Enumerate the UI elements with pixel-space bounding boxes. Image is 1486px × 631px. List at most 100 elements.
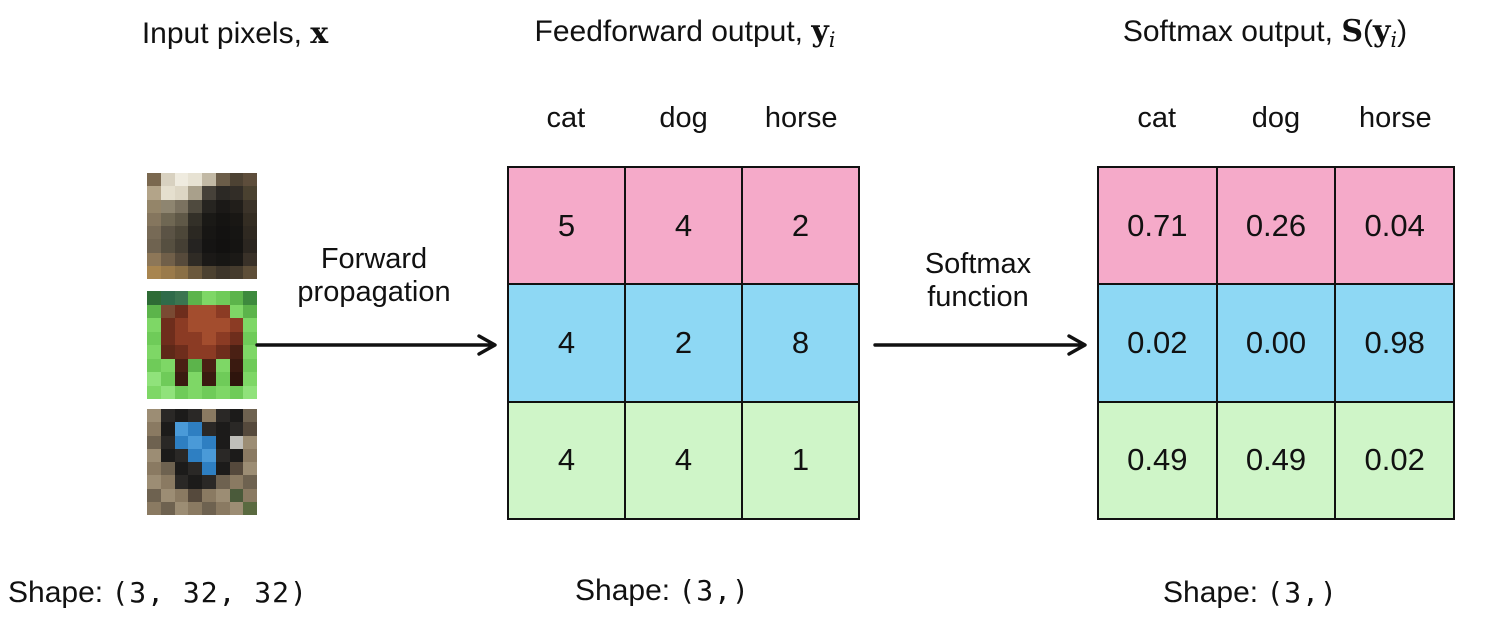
pixel (229, 462, 244, 476)
pixel (202, 462, 216, 476)
pixel (229, 265, 244, 279)
pixel (202, 331, 216, 345)
pixel (202, 291, 216, 305)
pixel (160, 226, 175, 240)
pixel (147, 462, 161, 476)
pixel (202, 304, 216, 318)
pixel (229, 501, 244, 515)
pixel (215, 318, 230, 332)
pixel (215, 462, 230, 476)
feedforward-cell: 5 (508, 167, 625, 285)
pixel (160, 265, 175, 279)
pixel (160, 462, 175, 476)
pixel (188, 291, 202, 305)
input-shape-value: (3, 32, 32) (111, 576, 308, 609)
pixel (188, 422, 202, 436)
pixel (188, 226, 202, 240)
pixel (160, 239, 175, 253)
feedforward-cell: 4 (625, 167, 742, 285)
pixel (147, 318, 161, 332)
softmax-vector-symbol: y (1372, 14, 1391, 49)
pixel (243, 173, 257, 187)
softmax-shape-label: Shape: (1163, 576, 1259, 609)
pixel (215, 212, 230, 226)
softmax-shape-caption: Shape: (3,) (1163, 576, 1338, 610)
feedforward-cell: 1 (742, 401, 859, 519)
pixel (160, 173, 175, 187)
pixel (147, 173, 161, 187)
pixel (174, 435, 189, 449)
pixel (188, 331, 202, 345)
pixel (202, 475, 216, 489)
pixel (229, 173, 244, 187)
pixel (243, 186, 257, 200)
pixel (243, 291, 257, 305)
pixel (174, 345, 189, 359)
pixel (229, 318, 244, 332)
pixel (243, 448, 257, 462)
pixel (188, 186, 202, 200)
pixel (160, 358, 175, 372)
pixel (215, 186, 230, 200)
pixel (215, 422, 230, 436)
pixel (229, 239, 244, 253)
pixel (243, 345, 257, 359)
pixel (160, 385, 175, 399)
softmax-cell: 0.71 (1098, 167, 1217, 285)
pixel (147, 186, 161, 200)
pixel (229, 186, 244, 200)
pixel (188, 448, 202, 462)
cat-image (147, 173, 257, 279)
pixel (174, 212, 189, 226)
pixel (215, 239, 230, 253)
feedforward-title: Feedforward output, yi (470, 14, 900, 52)
forward-propagation-arrow (255, 334, 497, 356)
pixel (202, 435, 216, 449)
pixel (147, 435, 161, 449)
pixel (188, 252, 202, 266)
softmax-paren-close: ) (1397, 15, 1408, 48)
pixel (215, 409, 230, 423)
pixel (147, 199, 161, 213)
pixel (188, 212, 202, 226)
pixel (243, 435, 257, 449)
pixel (160, 475, 175, 489)
pixel (215, 475, 230, 489)
pixel (174, 501, 189, 515)
softmax-function-label: Softmax function (868, 248, 1088, 314)
pixel (160, 212, 175, 226)
pixel (174, 252, 189, 266)
pixel (147, 291, 161, 305)
pixel (188, 265, 202, 279)
pixel (160, 488, 175, 502)
pixel (147, 372, 161, 386)
softmax-cell: 0.98 (1335, 284, 1454, 402)
pixel (243, 422, 257, 436)
pixel (229, 304, 244, 318)
pixel (174, 226, 189, 240)
softmax-cell: 0.04 (1335, 167, 1454, 285)
pixel (160, 318, 175, 332)
feedforward-cell: 2 (625, 284, 742, 402)
pixel (215, 385, 230, 399)
pixel (174, 448, 189, 462)
pixel (202, 265, 216, 279)
pixel (147, 409, 161, 423)
pixel (229, 291, 244, 305)
pixel (243, 304, 257, 318)
pixel (202, 358, 216, 372)
pixel (147, 488, 161, 502)
pixel (243, 501, 257, 515)
pixel (243, 212, 257, 226)
pixel (202, 372, 216, 386)
pixel (215, 173, 230, 187)
pixel (215, 265, 230, 279)
feedforward-shape-value: (3,) (678, 574, 750, 607)
pixel (160, 435, 175, 449)
pixel (215, 252, 230, 266)
pixel (188, 358, 202, 372)
softmax-subscript: i (1390, 28, 1398, 52)
pixel (243, 239, 257, 253)
